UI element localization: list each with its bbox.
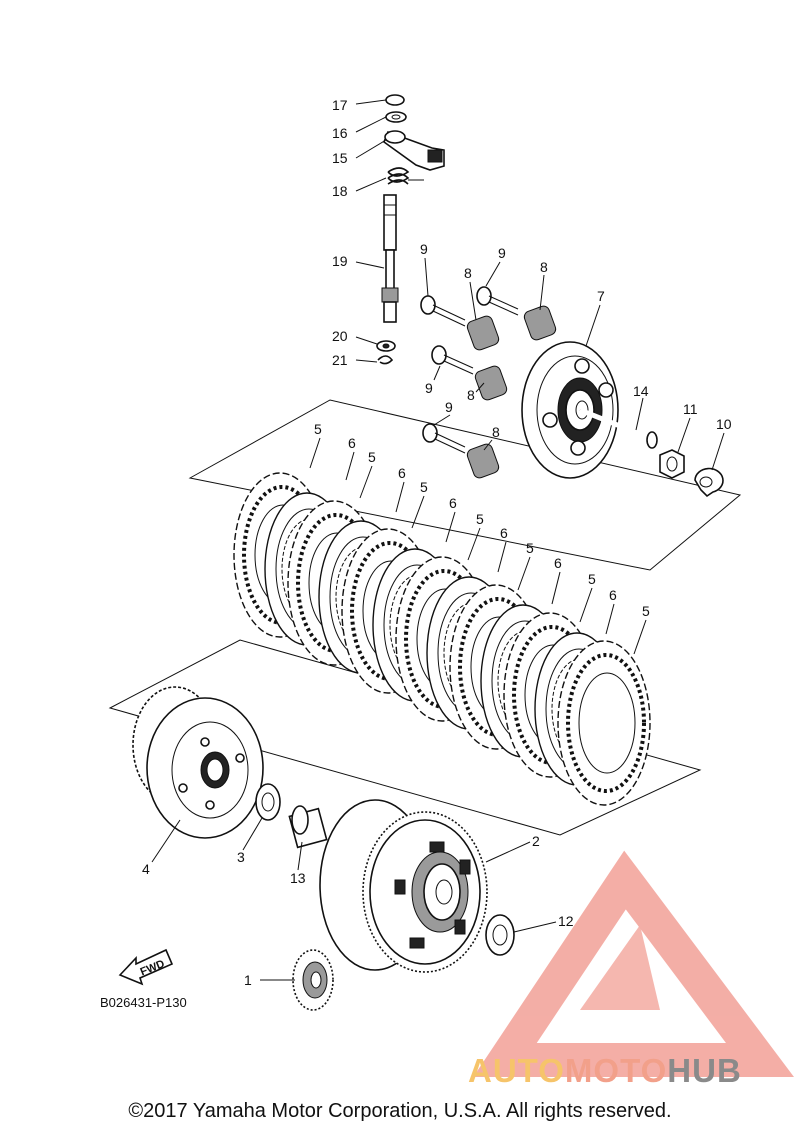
callout-9: 9 — [420, 241, 428, 257]
callout-4: 4 — [142, 861, 150, 877]
callout-11: 11 — [683, 401, 698, 417]
callout-15: 15 — [332, 150, 348, 166]
callout-8: 8 — [467, 387, 475, 403]
clutch-spring-part — [466, 315, 500, 351]
plate-stack — [233, 472, 651, 806]
callout-5: 5 — [368, 449, 376, 465]
primary-driven-gear-part — [132, 686, 264, 839]
bolt-part — [420, 295, 466, 327]
push-lever-part — [383, 130, 445, 171]
washer-20-part — [376, 340, 396, 352]
clutch-housing-part — [319, 799, 488, 973]
washer-part — [385, 111, 407, 123]
callout-5: 5 — [314, 421, 322, 437]
logo-segment-auto: AUTO — [468, 1052, 565, 1089]
callout-16: 16 — [332, 125, 348, 141]
callout-14: 14 — [633, 383, 649, 399]
push-lever-shaft-part — [381, 194, 399, 323]
callout-2: 2 — [532, 833, 540, 849]
push-rod-part — [579, 407, 658, 449]
callout-1: 1 — [244, 972, 252, 988]
callout-5: 5 — [642, 603, 650, 619]
leader-lines — [151, 99, 725, 981]
lock-washer-part — [694, 467, 724, 498]
callout-20: 20 — [332, 328, 348, 344]
callout-21: 21 — [332, 352, 348, 368]
pressure-plate-group-outline — [188, 399, 742, 571]
callout-9: 9 — [498, 245, 506, 261]
callout-9: 9 — [425, 380, 433, 396]
clutch-spring-part — [474, 365, 508, 401]
callout-5: 5 — [588, 571, 596, 587]
callout-7: 7 — [597, 288, 605, 304]
callout-6: 6 — [348, 435, 356, 451]
clutch-spring-part — [466, 443, 500, 479]
callout-8: 8 — [540, 259, 548, 275]
bolt-part — [422, 423, 466, 454]
drive-gear-part — [292, 949, 334, 1011]
bolt-part — [476, 286, 519, 316]
washer-12-part — [485, 914, 515, 956]
clutch-spring-part — [523, 305, 557, 341]
thrust-washer-part — [255, 783, 281, 821]
callout-6: 6 — [398, 465, 406, 481]
callout-5: 5 — [526, 540, 534, 556]
callout-8: 8 — [492, 424, 500, 440]
callout-5: 5 — [476, 511, 484, 527]
callout-9: 9 — [445, 399, 453, 415]
callout-19: 19 — [332, 253, 348, 269]
callout-6: 6 — [449, 495, 457, 511]
callout-labels: 17 16 15 18 19 20 21 9 9 9 9 8 8 8 8 7 1… — [142, 97, 732, 988]
callout-6: 6 — [609, 587, 617, 603]
logo-segment-hub: HUB — [667, 1052, 742, 1089]
callout-13: 13 — [290, 870, 306, 886]
drawing-code: B026431-P130 — [100, 995, 187, 1010]
watermark-logo-text: AUTOMOTOHUB — [468, 1052, 742, 1090]
logo-segment-moto: MOTO — [564, 1052, 668, 1089]
clip-21-part — [377, 355, 394, 365]
watermark-triangle-logo — [473, 850, 794, 1077]
callout-12: 12 — [558, 913, 574, 929]
spring-part — [387, 167, 424, 185]
forward-arrow-icon: FWD — [118, 948, 174, 986]
nut-part — [659, 449, 685, 479]
copyright-notice: ©2017 Yamaha Motor Corporation, U.S.A. A… — [128, 1100, 672, 1122]
pressure-plate-part — [521, 341, 619, 479]
callout-6: 6 — [500, 525, 508, 541]
callout-10: 10 — [716, 416, 732, 432]
circlip-part — [385, 94, 405, 106]
collar-part — [288, 805, 328, 849]
callout-6: 6 — [554, 555, 562, 571]
callout-3: 3 — [237, 849, 245, 865]
callout-17: 17 — [332, 97, 348, 113]
friction-plate-part — [557, 640, 651, 806]
callout-18: 18 — [332, 183, 348, 199]
callout-8: 8 — [464, 265, 472, 281]
callout-5: 5 — [420, 479, 428, 495]
plate-stack-outline — [108, 639, 702, 836]
bolt-part — [431, 345, 474, 375]
